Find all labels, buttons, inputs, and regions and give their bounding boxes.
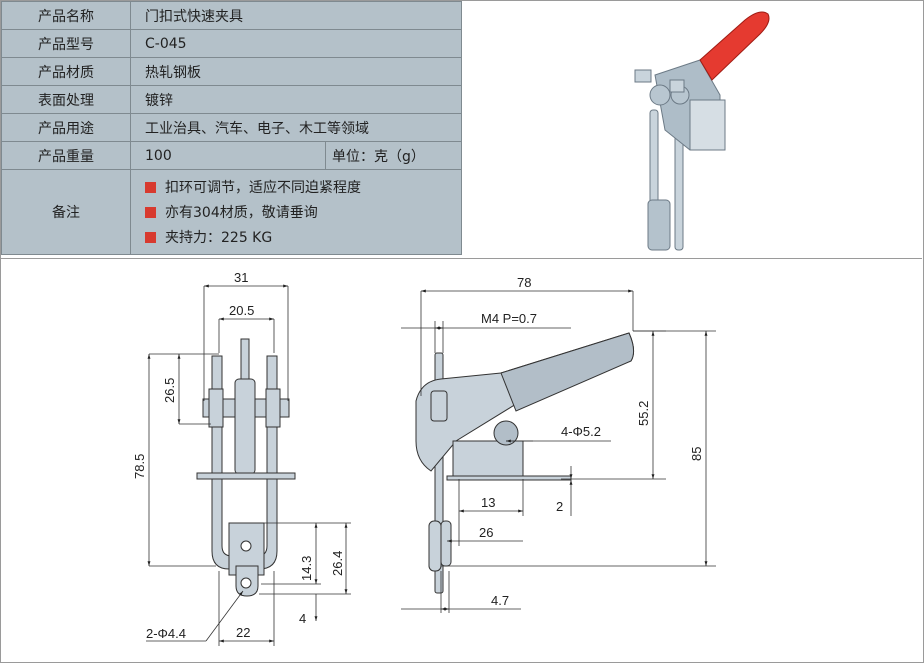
- row-value: 100: [130, 141, 326, 170]
- dim-label: 26.4: [330, 551, 345, 576]
- notes-cell: 扣环可调节，适应不同迫紧程度 亦有304材质，敬请垂询 夹持力：225 KG: [130, 169, 462, 255]
- row-value: 热轧钢板: [130, 57, 462, 86]
- row-value: C-045: [130, 29, 462, 58]
- note-text: 夹持力：225 KG: [165, 230, 273, 246]
- table-row: 产品名称门扣式快速夹具: [1, 1, 462, 30]
- table-row: 表面处理镀锌: [1, 85, 462, 114]
- note-item: 扣环可调节，适应不同迫紧程度: [145, 175, 461, 200]
- row-label: 产品重量: [1, 141, 131, 170]
- dim-label: 4: [299, 611, 306, 626]
- note-text: 亦有304材质，敬请垂询: [165, 205, 318, 221]
- dim-label: 20.5: [229, 303, 254, 318]
- dim-label: 14.3: [299, 556, 314, 581]
- table-row: 备注 扣环可调节，适应不同迫紧程度 亦有304材质，敬请垂询 夹持力：225 K…: [1, 169, 462, 255]
- dim-label: 78.5: [132, 454, 147, 479]
- weight-unit: 单位：克（g）: [325, 141, 462, 170]
- dim-label: 2-Φ4.4: [146, 626, 186, 641]
- bullet-icon: [145, 231, 156, 243]
- table-row: 产品材质热轧钢板: [1, 57, 462, 86]
- row-label: 产品用途: [1, 113, 131, 142]
- dim-label: 13: [481, 495, 495, 510]
- row-value: 镀锌: [130, 85, 462, 114]
- product-photo: [634, 11, 770, 251]
- note-item: 夹持力：225 KG: [145, 225, 461, 250]
- note-item: 亦有304材质，敬请垂询: [145, 200, 461, 225]
- row-label: 产品材质: [1, 57, 131, 86]
- side-view: [415, 332, 635, 594]
- row-value: 门扣式快速夹具: [130, 1, 462, 30]
- dim-label: 85: [689, 447, 704, 461]
- dim-label: 4-Φ5.2: [561, 424, 601, 439]
- technical-drawing: 31 20.5 26.5 78.5 26.4 14.3 4 22 2-Φ4.4: [1, 258, 922, 646]
- row-label: 表面处理: [1, 85, 131, 114]
- dim-label: 55.2: [636, 401, 651, 426]
- front-view: [196, 338, 296, 597]
- table-row: 产品用途工业治具、汽车、电子、木工等领域: [1, 113, 462, 142]
- note-text: 扣环可调节，适应不同迫紧程度: [165, 180, 361, 196]
- dim-label: 26.5: [162, 378, 177, 403]
- bullet-icon: [145, 206, 156, 218]
- red-handle: [699, 11, 770, 81]
- dim-label: 26: [479, 525, 493, 540]
- dim-label: 4.7: [491, 593, 509, 608]
- bullet-icon: [145, 181, 156, 193]
- row-value: 工业治具、汽车、电子、木工等领域: [130, 113, 462, 142]
- row-label: 产品型号: [1, 29, 131, 58]
- row-label: 备注: [1, 169, 131, 255]
- row-label: 产品名称: [1, 1, 131, 30]
- dim-label: M4 P=0.7: [481, 311, 537, 326]
- dim-label: 22: [236, 625, 250, 640]
- dim-label: 78: [517, 275, 531, 290]
- dim-label: 2: [556, 499, 563, 514]
- dim-label: 31: [234, 270, 248, 285]
